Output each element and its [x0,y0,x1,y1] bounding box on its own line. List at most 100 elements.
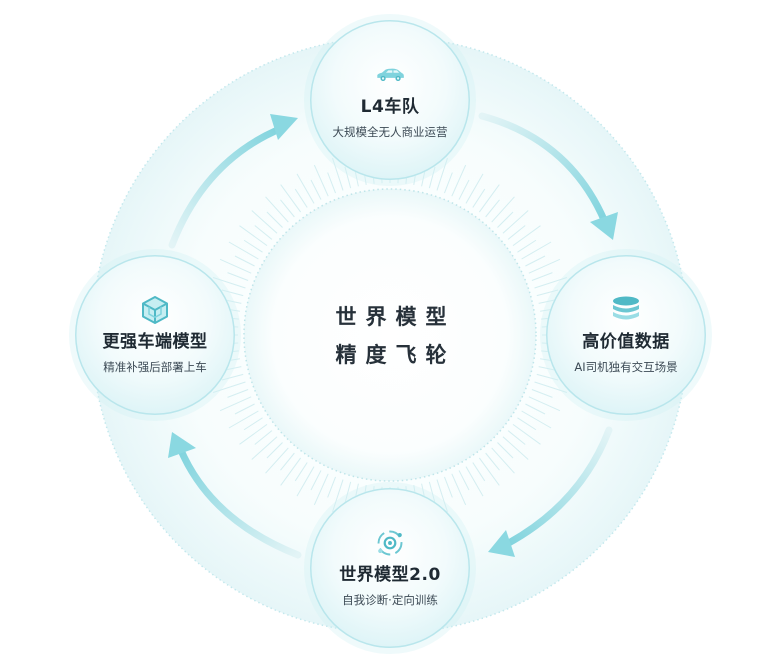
ring-tick [497,211,514,228]
ring-tick [296,466,315,497]
ring-tick [221,373,244,381]
ring-tick [491,196,515,223]
ring-tick [491,447,515,474]
ring-tick [243,417,263,431]
node-title: 高价值数据 [582,332,670,352]
ring-tick [512,225,541,247]
ring-tick [313,164,329,197]
ring-tick [525,255,546,267]
ring-tick [465,173,484,204]
ring-tick [219,396,252,412]
car-icon [375,60,405,90]
node-subtitle: 大规模全无人商业运营 [332,125,448,139]
ring-tick [243,239,263,253]
ring-tick [472,462,486,482]
ring-tick [507,430,526,445]
ring-tick [265,447,289,474]
ring-tick [234,255,255,267]
ring-tick [332,479,344,513]
orbit-icon [375,528,405,558]
center-title-line1: 世界模型 [335,305,456,329]
ring-tick [251,210,278,234]
ring-tick [436,157,448,191]
ring-tick [497,442,514,459]
ring-tick [444,476,453,498]
ring-tick [251,436,278,460]
ring-tick [458,470,470,491]
ring-tick [502,210,529,234]
ring-tick [521,410,552,429]
ring-tick [332,157,344,191]
ring-tick [254,225,273,240]
ring-tick [212,277,246,289]
ring-tick [294,462,308,482]
center-title-line2: 精度飞轮 [335,343,456,367]
ring-tick [525,403,546,415]
ring-tick [502,436,529,460]
ring-tick [266,211,283,228]
ring-tick [280,457,302,486]
node-title: L4车队 [360,97,420,117]
ring-tick [254,430,273,445]
ring-tick [485,452,500,471]
ring-tick [280,199,295,218]
ring-tick [478,184,500,213]
ring-tick [296,173,315,204]
ring-tick [221,289,244,297]
ring-tick [219,258,252,274]
ring-tick [531,389,553,398]
node-world-model-2: 世界模型2.0 自我诊断·定向训练 [310,488,470,648]
node-high-value-data: 高价值数据 AI司机独有交互场景 [546,255,706,415]
ring-tick [280,184,302,213]
ring-tick [528,396,561,412]
ring-tick [327,476,336,498]
ring-tick [280,452,295,471]
ring-tick [428,166,436,189]
ring-tick [536,373,559,381]
ring-tick [517,417,537,431]
node-stronger-vehicle-model: 更强车端模型 精准补强后部署上车 [75,255,235,415]
ring-tick [478,457,500,486]
flywheel-center: 世界模型 精度飞轮 [245,190,537,482]
ring-tick [227,272,249,281]
ring-tick [234,403,255,415]
node-subtitle: AI司机独有交互场景 [574,360,678,374]
ring-tick [294,188,308,208]
ring-tick [227,389,249,398]
ring-tick [451,164,467,197]
ring-tick [313,473,329,506]
ring-tick [512,423,541,445]
node-title: 世界模型2.0 [339,565,441,585]
ring-tick [528,258,561,274]
ring-tick [536,289,559,297]
ring-tick [458,179,470,200]
ring-tick [310,470,322,491]
ring-tick [344,166,352,189]
ring-tick [465,466,484,497]
ring-tick [485,199,500,218]
ring-tick [212,381,246,393]
ring-tick [239,225,268,247]
ring-tick [265,196,289,223]
cube-icon [140,295,170,325]
database-icon [611,295,641,325]
ring-tick [310,179,322,200]
node-subtitle: 自我诊断·定向训练 [342,593,438,607]
node-l4-fleet: L4车队 大规模全无人商业运营 [310,20,470,180]
ring-tick [327,172,336,194]
ring-tick [428,481,436,504]
ring-tick [451,473,467,506]
ring-tick [228,241,259,260]
node-subtitle: 精准补强后部署上车 [103,360,207,374]
ring-tick [534,381,568,393]
ring-tick [472,188,486,208]
ring-tick [507,225,526,240]
ring-tick [444,172,453,194]
ring-tick [228,410,259,429]
ring-tick [531,272,553,281]
ring-tick [266,442,283,459]
node-title: 更强车端模型 [102,332,208,352]
ring-tick [239,423,268,445]
